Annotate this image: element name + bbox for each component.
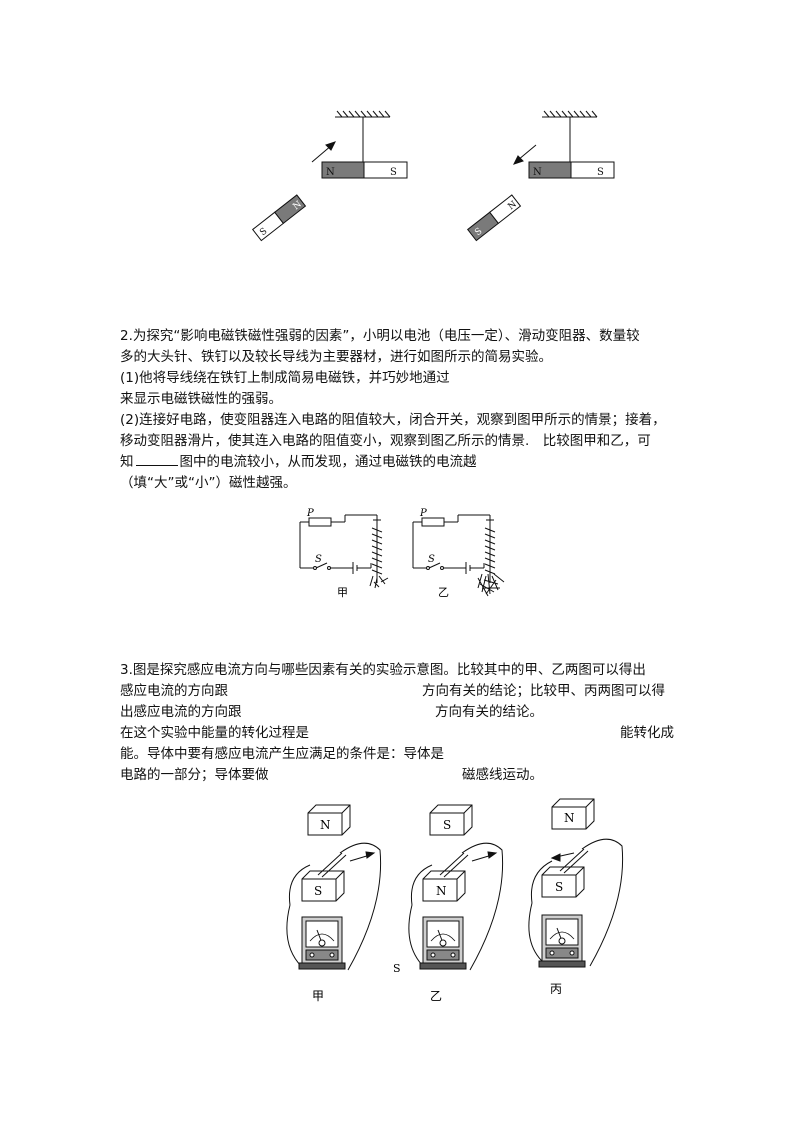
ceiling-right <box>542 110 598 162</box>
tilted-magnet-left: S N <box>251 194 307 242</box>
q2-line-7-start: 知 <box>120 454 134 470</box>
q2-line-5: (2)连接好电路，使变阻器连入电路的阻值较大，闭合开关，观察到图甲所示的情景；接… <box>120 412 666 428</box>
circuit-b <box>412 514 505 597</box>
svg-text:S: S <box>390 167 397 178</box>
svg-text:甲: 甲 <box>312 989 324 1003</box>
q3-line-1: 3.图是探究感应电流方向与哪些因素有关的实验示意图。比较其中的甲、乙两图可以得出 <box>120 662 646 678</box>
electromagnet-figure: P S 甲 P S 乙 <box>299 508 505 599</box>
q2-line-4: 来显示电磁铁磁性的强弱。 <box>120 391 282 407</box>
svg-text:丙: 丙 <box>550 982 562 996</box>
arrow-down-left-icon <box>513 144 537 165</box>
svg-text:P: P <box>419 508 427 519</box>
ceiling-left <box>335 110 391 162</box>
svg-text:N: N <box>320 818 331 832</box>
svg-text:N: N <box>564 811 575 825</box>
q3-line-6b: 磁感线运动。 <box>462 767 543 783</box>
q3-line-4b: 能转化成 <box>620 725 674 741</box>
svg-text:P: P <box>306 508 314 519</box>
svg-text:乙: 乙 <box>430 989 442 1003</box>
svg-text:N: N <box>533 167 542 178</box>
q2-line-1: 2.为探究“影响电磁铁磁性强弱的因素”，小明以电池（电压一定）、滑动变阻器、数量… <box>120 328 640 344</box>
tilted-magnet-right: S N <box>466 194 522 242</box>
q3-line-5: 能。导体中要有感应电流产生应满足的条件是：导体是 <box>120 746 444 762</box>
setup-c <box>528 798 624 967</box>
answer-blank[interactable] <box>135 453 178 466</box>
induction-figure: N S 甲 S N 乙 S N S 丙 <box>286 798 624 1003</box>
q2-line-7-end: 图中的电流较小，从而发现，通过电磁铁的电流越 <box>179 454 477 470</box>
svg-text:S: S <box>393 962 401 975</box>
svg-text:S: S <box>314 884 322 898</box>
hanging-magnet-left: N S <box>321 161 408 179</box>
q3-line-4a: 在这个实验中能量的转化过程是 <box>120 725 309 741</box>
svg-text:N: N <box>436 884 447 898</box>
arrow-up-right-icon <box>311 141 336 163</box>
svg-text:S: S <box>428 554 435 565</box>
q3-line-2b: 方向有关的结论；比较甲、丙两图可以得 <box>422 683 665 699</box>
magnet-figure: N S S N N S S N <box>251 110 615 242</box>
svg-text:S: S <box>555 880 563 894</box>
q2-line-6: 移动变阻器滑片，使其连入电路的阻值变小，观察到图乙所示的情景. 比较图甲和乙，可 <box>120 433 651 449</box>
circuit-a <box>299 514 389 589</box>
q3-line-3a: 出感应电流的方向跟 <box>120 704 242 720</box>
svg-text:S: S <box>597 167 604 178</box>
q3-line-6a: 电路的一部分；导体要做 <box>120 767 269 783</box>
svg-text:S: S <box>473 226 484 238</box>
svg-text:S: S <box>315 554 322 565</box>
svg-text:S: S <box>443 818 451 832</box>
svg-text:N: N <box>326 167 335 178</box>
q2-line-8: （填“大”或“小”）磁性越强。 <box>120 475 297 491</box>
svg-text:甲: 甲 <box>337 586 348 599</box>
q2-line-2: 多的大头针、铁钉以及较长导线为主要器材，进行如图所示的简易实验。 <box>120 349 552 365</box>
svg-text:S: S <box>258 226 269 238</box>
q3-line-2a: 感应电流的方向跟 <box>120 683 228 699</box>
q3-line-3b: 方向有关的结论。 <box>435 704 543 720</box>
svg-text:乙: 乙 <box>438 586 449 599</box>
q2-line-7: 知 图中的电流较小，从而发现，通过电磁铁的电流越 <box>120 452 477 472</box>
hanging-magnet-right: N S <box>528 161 615 179</box>
setup-a <box>286 804 382 971</box>
q2-line-3: (1)他将导线绕在铁钉上制成简易电磁铁，并巧妙地通过 <box>120 370 450 386</box>
